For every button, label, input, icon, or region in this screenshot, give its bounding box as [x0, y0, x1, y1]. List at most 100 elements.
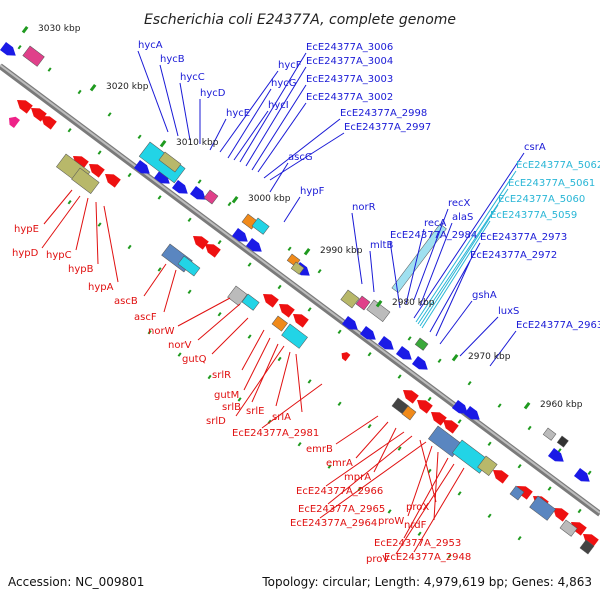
reverse-leader-line [403, 457, 449, 539]
tick-dot [367, 424, 372, 429]
map-title: Escherichia coli E24377A, complete genom… [144, 12, 456, 28]
gene-label-reverse: EcE24377A_2948 [384, 552, 471, 563]
gene-arrow [416, 399, 433, 414]
gene-arrow [411, 356, 428, 370]
gene-arrow [582, 533, 599, 548]
gene-box [177, 255, 201, 277]
forward-leader-line [269, 162, 289, 193]
gene-label-forward: hypF [300, 186, 325, 197]
tick-dot [397, 374, 402, 379]
tick-dot [187, 289, 192, 294]
tick-dot [177, 352, 182, 357]
gene-box [271, 315, 288, 332]
label-leader-lines [41, 50, 525, 555]
tick-dot [157, 267, 162, 272]
tick-dot [337, 329, 342, 334]
reverse-leader-line [241, 329, 265, 371]
gene-box [158, 151, 182, 173]
tick-dot [337, 401, 342, 406]
gene-arrow [192, 235, 209, 250]
gene-label-reverse: EcE24377A_2965 [298, 504, 385, 515]
gene-label-forward: EcE24377A_5060 [498, 194, 585, 205]
gene-arrow [104, 173, 121, 188]
tick-dot [217, 239, 222, 245]
gene-label-forward: recA [424, 218, 447, 229]
forward-leader-line [417, 188, 509, 325]
gene-box [509, 485, 525, 501]
reverse-leader-line [197, 303, 241, 341]
topology-summary: Topology: circular; Length: 4,979,619 bp… [261, 575, 592, 589]
tick-dot [487, 513, 492, 518]
gene-box [391, 223, 447, 294]
gene-arrow [245, 238, 262, 252]
tick-dot [437, 358, 442, 363]
ruler-label: 3010 kbp [176, 138, 219, 148]
gene-arrow [88, 163, 105, 178]
gene-label-forward: EcE24377A_5059 [490, 210, 577, 221]
gene-arrow [292, 313, 309, 328]
reverse-leader-line [275, 351, 291, 407]
gene-box [559, 519, 578, 537]
tick-dot [107, 112, 112, 117]
tick-dot [127, 244, 132, 250]
feature-track [0, 42, 599, 555]
tick-dot [307, 379, 312, 384]
gene-box [414, 337, 429, 351]
reverse-leader-line [43, 189, 73, 225]
gene-arrow [430, 411, 447, 426]
gene-label-forward: recX [448, 198, 471, 209]
tick-dot [47, 67, 52, 72]
tick-dot [307, 307, 312, 312]
forward-leader-line [239, 52, 307, 163]
gene-label-reverse: EcE24377A_2964 [290, 518, 377, 529]
gene-label-reverse: hypE [14, 224, 39, 235]
gene-arrow [402, 389, 419, 404]
tick-dot [517, 463, 522, 469]
forward-leader-line [159, 64, 179, 137]
gene-arrow [341, 316, 358, 330]
gene-label-reverse: nrdF [404, 520, 427, 531]
tick-dot [577, 508, 582, 514]
gene-label-reverse: norW [148, 326, 175, 337]
forward-leader-line [489, 330, 517, 367]
tick-dot [517, 536, 522, 541]
tick-dot [247, 334, 252, 339]
tick-dot [317, 268, 322, 274]
tick-dot [137, 134, 142, 139]
tick-dot [487, 441, 492, 446]
forward-leader-line [389, 240, 401, 309]
gene-label-reverse: EcE24377A_2981 [232, 428, 319, 439]
reverse-leader-line [143, 263, 167, 297]
gene-arrow [171, 180, 188, 194]
gene-label-reverse: srlE [246, 406, 264, 417]
gene-arrow [341, 352, 351, 362]
reverse-leader-line [373, 427, 397, 473]
gene-arrow [189, 186, 206, 200]
forward-leader-line [413, 152, 525, 319]
ruler-tick-mark [523, 402, 531, 410]
gene-box [477, 455, 498, 476]
gene-label-forward: hycD [200, 88, 226, 99]
gene-box [227, 285, 248, 306]
gene-label-reverse: hypB [68, 264, 94, 275]
gene-label-forward: gshA [472, 290, 497, 301]
forward-leader-line [419, 204, 499, 327]
gene-label-forward: hycE [226, 108, 250, 119]
gene-box [281, 323, 308, 349]
gene-arrow [231, 228, 248, 242]
gene-label-forward: hycA [138, 40, 163, 51]
gene-label-reverse: srlA [272, 412, 291, 423]
forward-leader-line [369, 250, 375, 293]
gene-label-reverse: emrA [326, 458, 353, 469]
gene-label-reverse: gutQ [182, 354, 207, 365]
gene-arrow [8, 116, 20, 129]
tick-dot [227, 201, 232, 207]
forward-leader-line [419, 222, 453, 307]
gene-box [241, 293, 260, 311]
gene-label-forward: EcE24377A_2997 [344, 122, 431, 133]
forward-leader-line [257, 102, 307, 173]
reverse-leader-line [413, 467, 465, 553]
gene-label-forward: hycB [160, 54, 185, 65]
gene-label-forward: EcE24377A_3006 [306, 42, 393, 53]
